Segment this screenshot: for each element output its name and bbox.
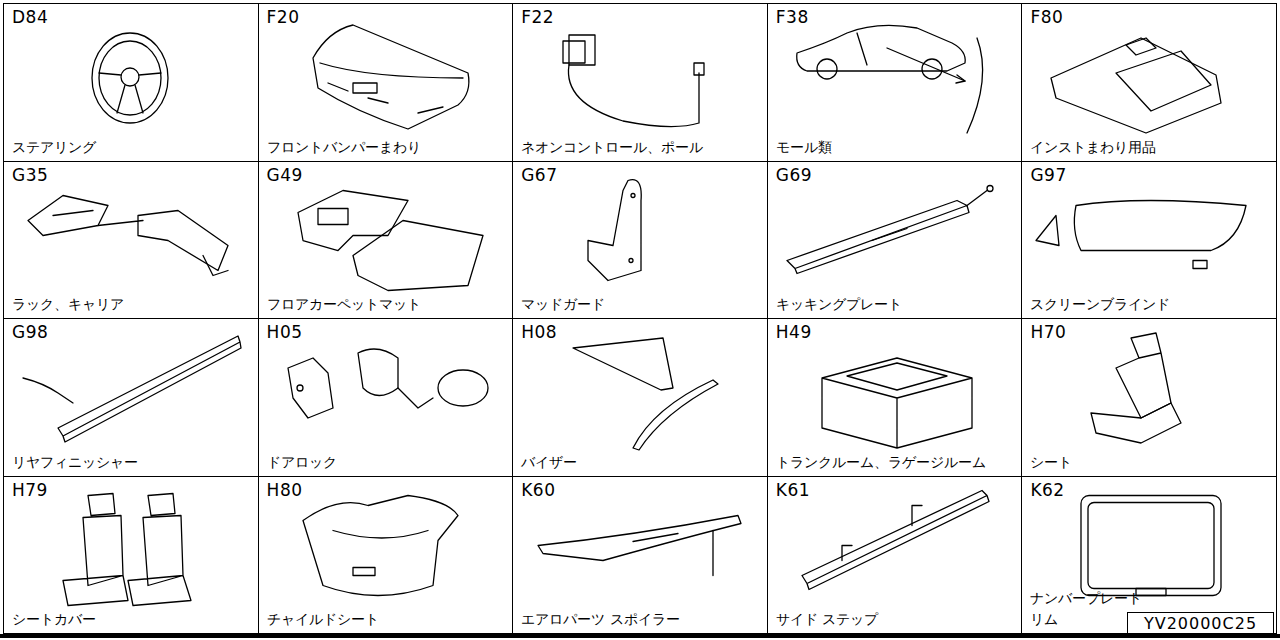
catalog-cell: K60 エアロパーツ スポイラー	[512, 476, 768, 635]
catalog-cell: H05 ドアロック	[258, 318, 514, 477]
catalog-cell: H80 チャイルドシート	[258, 476, 514, 635]
part-group-name: トランクルーム、ラゲージルーム	[776, 452, 986, 473]
group-code: G67	[521, 166, 557, 185]
part-group-name: キッキングプレート	[776, 294, 902, 315]
group-code: H80	[267, 481, 303, 500]
part-group-name: シートカバー	[12, 609, 96, 630]
part-group-name: フロントバンパーまわり	[267, 137, 421, 158]
group-code: F80	[1030, 8, 1063, 27]
catalog-cell: G98 リヤフィニッシャー	[3, 318, 259, 477]
group-code: H70	[1030, 323, 1066, 342]
part-group-name: インストまわり用品	[1030, 137, 1156, 158]
group-code: K62	[1030, 481, 1064, 500]
part-group-name: ステアリング	[12, 137, 96, 158]
part-group-name: サイド ステップ	[776, 609, 878, 630]
part-group-name: モール類	[776, 137, 832, 158]
part-group-name: フロアカーペットマット	[267, 294, 421, 315]
part-group-name: チャイルドシート	[267, 609, 379, 630]
catalog-cell: K61 サイド ステップ	[767, 476, 1023, 635]
catalog-cell: D84 ステアリング	[3, 3, 259, 162]
catalog-cell: F38 モール類	[767, 3, 1023, 162]
part-group-name: バイザー	[521, 452, 577, 473]
group-code: H08	[521, 323, 557, 342]
part-group-name: リヤフィニッシャー	[12, 452, 138, 473]
catalog-cell: F20 フロントバンパーまわり	[258, 3, 514, 162]
group-code: H49	[776, 323, 812, 342]
group-code: H79	[12, 481, 48, 500]
catalog-cell: H79 シートカバー	[3, 476, 259, 635]
group-code: F22	[521, 8, 554, 27]
catalog-cell: G67 マッドガード	[512, 161, 768, 320]
part-group-name: エアロパーツ スポイラー	[521, 609, 679, 630]
catalog-cell: F80 インストまわり用品	[1021, 3, 1277, 162]
part-group-name: シート	[1030, 452, 1072, 473]
part-group-name: スクリーンブラインド	[1030, 294, 1170, 315]
group-code: G35	[12, 166, 48, 185]
group-code: G69	[776, 166, 812, 185]
group-code: H05	[267, 323, 303, 342]
group-code: G97	[1030, 166, 1066, 185]
group-code: G49	[267, 166, 303, 185]
group-code: F38	[776, 8, 809, 27]
drawing-number: YV20000C25	[1144, 614, 1257, 633]
group-code: K60	[521, 481, 555, 500]
catalog-cell: G49 フロアカーペットマット	[258, 161, 514, 320]
group-code: F20	[267, 8, 300, 27]
catalog-cell: H08 バイザー	[512, 318, 768, 477]
catalog-cell: F22 ネオンコントロール、ポール	[512, 3, 768, 162]
part-group-name: ラック、キャリア	[12, 294, 124, 315]
catalog-cell: H49 トランクルーム、ラゲージルーム	[767, 318, 1023, 477]
group-code: D84	[12, 8, 48, 27]
catalog-cell: G35 ラック、キャリア	[3, 161, 259, 320]
catalog-cell: G97 スクリーンブラインド	[1021, 161, 1277, 320]
part-group-name: マッドガード	[521, 294, 605, 315]
catalog-cell: K62ナンバープレート リム	[1021, 476, 1277, 635]
group-code: K61	[776, 481, 810, 500]
drawing-number-box: YV20000C25	[1127, 612, 1274, 634]
part-group-name: ドアロック	[267, 452, 337, 473]
group-code: G98	[12, 323, 48, 342]
catalog-cell: G69 キッキングプレート	[767, 161, 1023, 320]
catalog-cell: H70 シート	[1021, 318, 1277, 477]
part-group-name: ネオンコントロール、ポール	[521, 137, 703, 158]
